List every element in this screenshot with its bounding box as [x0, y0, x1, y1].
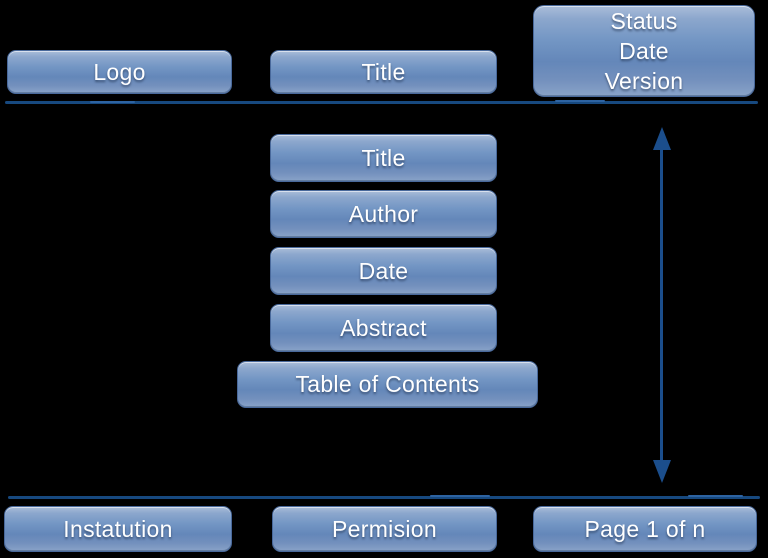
arrow-stem [660, 148, 663, 462]
box-page-number: Page 1 of n [533, 506, 757, 552]
box-header-title: Title [270, 50, 497, 94]
arrowhead-up-icon [653, 127, 671, 150]
box-abstract-label: Abstract [340, 314, 427, 341]
box-author-label: Author [348, 200, 419, 227]
footer-separator-highlight-2 [688, 495, 743, 497]
date-line: Date [619, 38, 669, 64]
box-abstract: Abstract [270, 304, 497, 352]
box-permission: Permision [272, 506, 497, 552]
box-logo: Logo [7, 50, 232, 94]
box-table-of-contents-label: Table of Contents [295, 371, 480, 397]
arrowhead-down-icon [653, 460, 671, 483]
box-institution: Instatution [4, 506, 232, 552]
box-body-title: Title [270, 134, 497, 182]
footer-separator-line [8, 496, 760, 499]
box-page-number-label: Page 1 of n [584, 515, 706, 542]
box-status-date-version: Status Date Version [533, 5, 755, 97]
box-permission-label: Permision [332, 515, 437, 542]
status-line: Status [610, 8, 678, 34]
box-table-of-contents: Table of Contents [237, 361, 538, 408]
header-separator-highlight [90, 101, 135, 103]
footer-separator-highlight [430, 495, 490, 497]
box-body-title-label: Title [361, 144, 406, 171]
header-separator-highlight-2 [555, 100, 605, 102]
box-header-title-label: Title [361, 58, 406, 85]
box-author: Author [270, 190, 497, 238]
box-institution-label: Instatution [63, 515, 173, 542]
box-logo-label: Logo [93, 58, 146, 85]
version-line: Version [604, 68, 684, 94]
box-date: Date [270, 247, 497, 295]
box-date-label: Date [358, 257, 409, 284]
header-separator-line [5, 101, 758, 104]
